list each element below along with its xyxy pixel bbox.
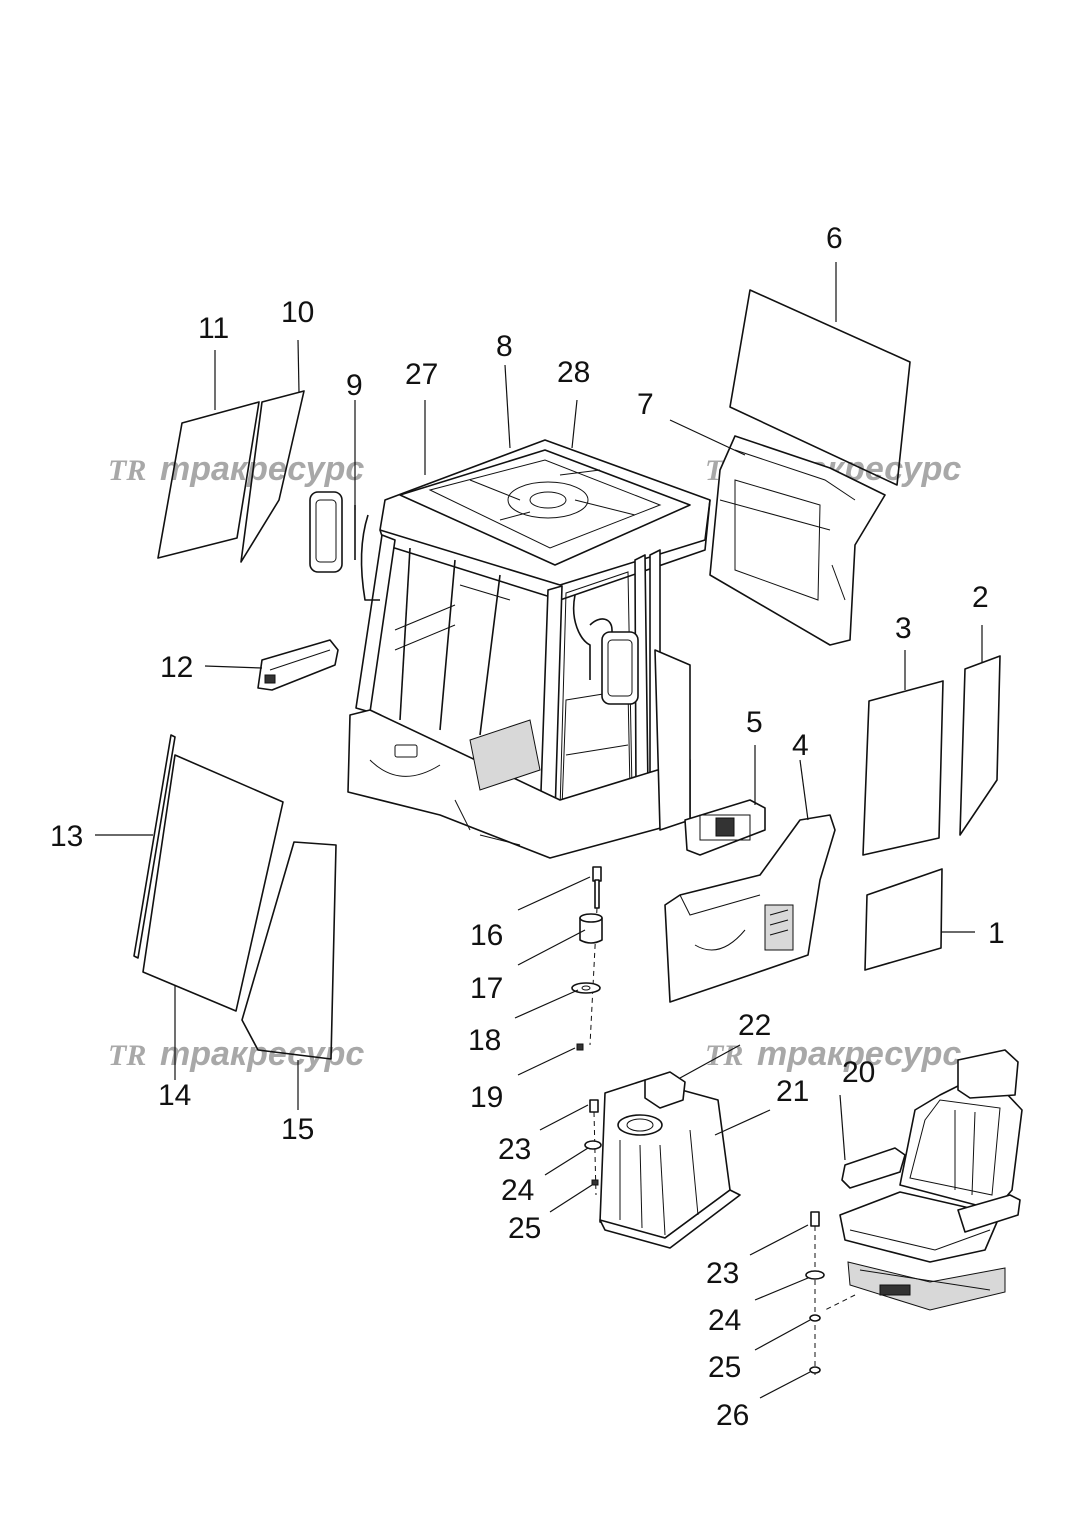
callout-6: 6 <box>826 222 843 255</box>
callout-27: 27 <box>405 358 438 391</box>
callout-21: 21 <box>776 1075 809 1108</box>
mount-stack-16-19 <box>571 866 603 1051</box>
callout-17: 17 <box>470 972 503 1005</box>
glass-strip-13 <box>133 734 176 959</box>
callout-1: 1 <box>988 917 1005 950</box>
callout-labels: 1 2 3 4 5 6 7 8 9 10 11 12 13 14 15 16 1… <box>50 222 1005 1432</box>
callout-9: 9 <box>346 369 363 402</box>
glass-panel-3 <box>862 680 944 856</box>
watermark-bottom-right: TR тракресурс <box>705 1035 961 1073</box>
mirror-left <box>309 491 343 573</box>
callout-13: 13 <box>50 820 83 853</box>
glass-panel-10 <box>240 390 305 563</box>
glass-panel-6 <box>729 289 911 486</box>
watermark-logo: TR <box>108 454 146 487</box>
callout-25-left: 25 <box>508 1212 541 1245</box>
bracket-part-5 <box>684 799 766 856</box>
side-console-4 <box>664 814 836 1003</box>
leader-lines <box>95 262 983 1399</box>
callout-11: 11 <box>198 312 229 345</box>
callout-23-left: 23 <box>498 1133 531 1166</box>
callout-15: 15 <box>281 1113 314 1146</box>
callout-4: 4 <box>792 729 809 762</box>
watermark-text: тракресурс <box>160 450 364 488</box>
callout-8: 8 <box>496 330 513 363</box>
glass-panel-11 <box>157 401 260 559</box>
rear-panel-7 <box>709 435 886 646</box>
mirror-right <box>601 631 639 705</box>
callout-2: 2 <box>972 581 989 614</box>
callout-25-right: 25 <box>708 1351 741 1384</box>
glass-panel-1 <box>864 868 943 971</box>
glass-panel-15 <box>241 841 337 1060</box>
cap-part-22 <box>644 1071 686 1109</box>
cab-frame <box>347 439 711 859</box>
operator-seat-20 <box>824 1049 1023 1311</box>
watermark-logo: TR <box>705 1039 743 1072</box>
fastener-stack-left <box>584 1099 602 1196</box>
callout-24-left: 24 <box>501 1174 534 1207</box>
watermark-text: тракресурс <box>757 1035 961 1073</box>
callout-10: 10 <box>281 296 314 329</box>
glass-panel-14 <box>142 754 284 1012</box>
callout-16: 16 <box>470 919 503 952</box>
callout-19: 19 <box>470 1081 503 1114</box>
callout-23-right: 23 <box>706 1257 739 1290</box>
callout-22: 22 <box>738 1009 771 1042</box>
panel-part-12 <box>257 639 339 691</box>
callout-7: 7 <box>637 388 654 421</box>
callout-12: 12 <box>160 651 193 684</box>
callout-3: 3 <box>895 612 912 645</box>
callout-18: 18 <box>468 1024 501 1057</box>
callout-26: 26 <box>716 1399 749 1432</box>
watermark-top-left: TR тракресурс <box>108 450 364 488</box>
watermark-text: тракресурс <box>160 1035 364 1073</box>
callout-20: 20 <box>842 1056 875 1089</box>
callout-24-right: 24 <box>708 1304 741 1337</box>
glass-panel-2 <box>959 655 1001 836</box>
callout-28: 28 <box>557 356 590 389</box>
callout-5: 5 <box>746 706 763 739</box>
fastener-stack-right <box>805 1211 825 1375</box>
callout-14: 14 <box>158 1079 191 1112</box>
watermark-bottom-left: TR тракресурс <box>108 1035 364 1073</box>
watermark-logo: TR <box>108 1039 146 1072</box>
